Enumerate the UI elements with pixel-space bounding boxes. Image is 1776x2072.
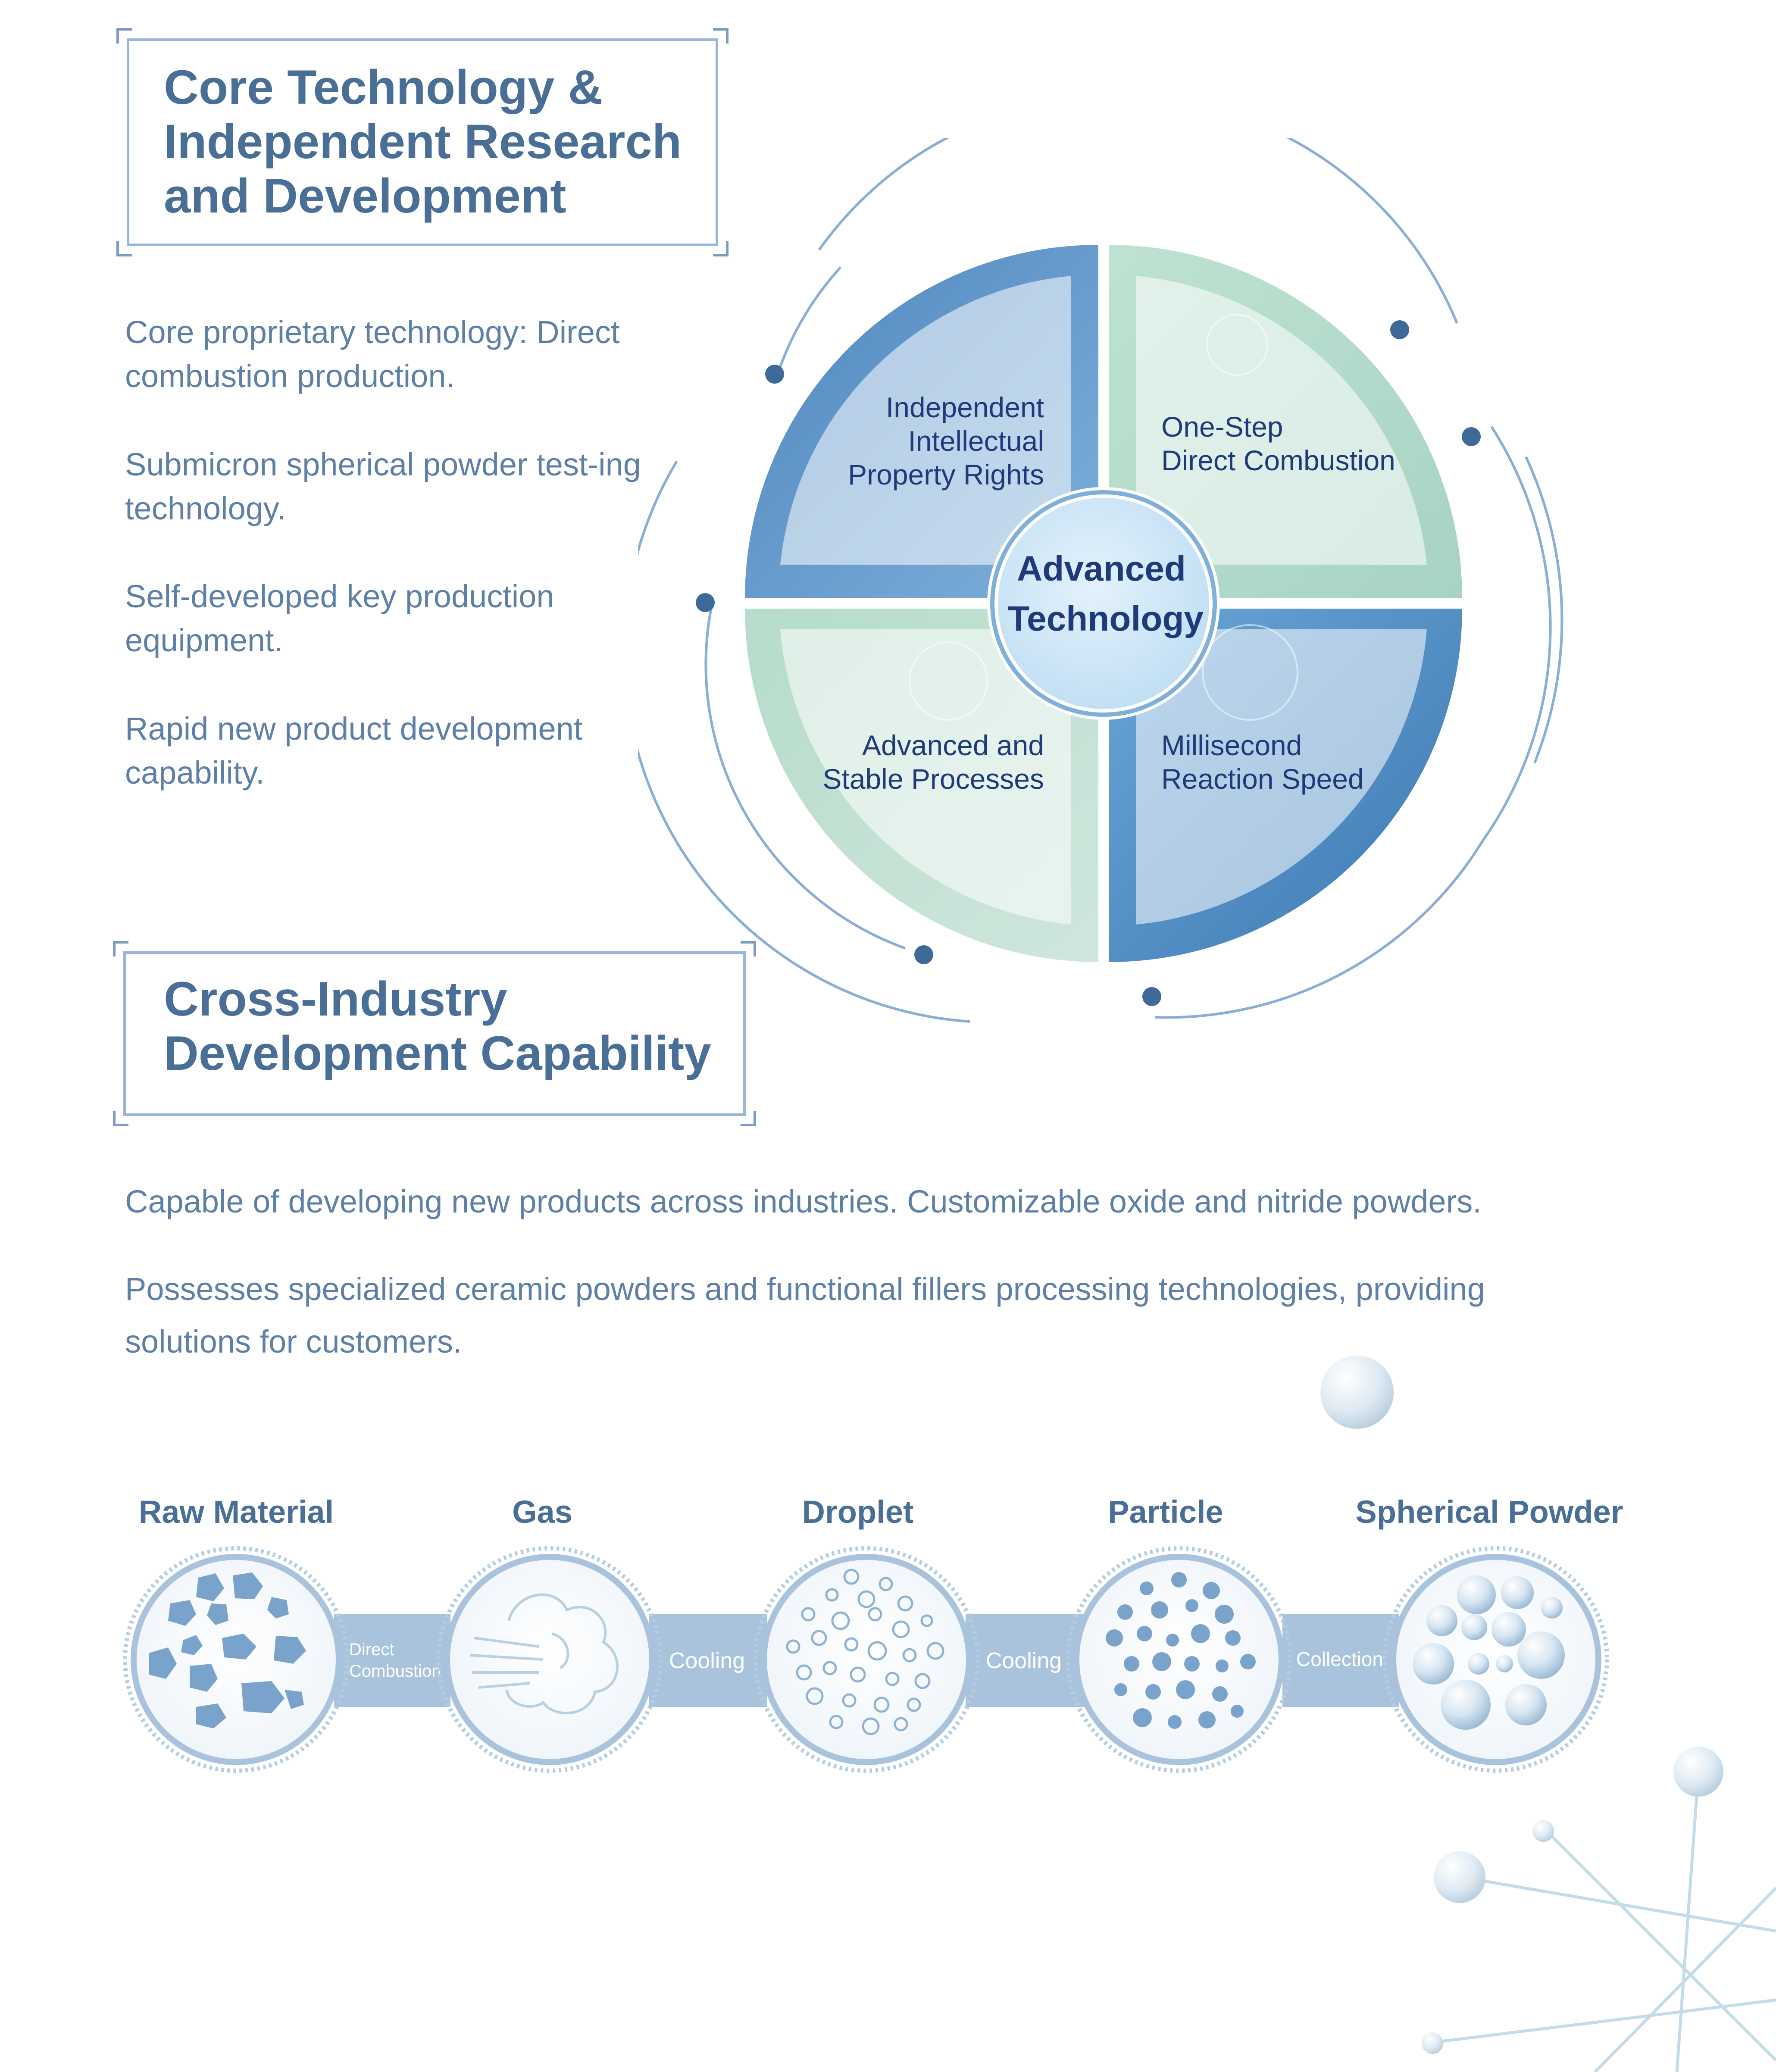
bubble-mid — [1434, 1851, 1485, 1903]
quadrant-inner-panels — [780, 276, 1427, 925]
stage-disc-particle — [1066, 1546, 1292, 1773]
center-label-line1: Advanced — [1017, 549, 1186, 588]
bubble-right — [1673, 1747, 1723, 1797]
core-point-4: Rapid new product development capability… — [125, 711, 583, 791]
orbit-dots — [696, 320, 1481, 1006]
cross-title: Cross-Industry Development Capability — [164, 972, 711, 1080]
core-point-3: Self-developed key production equipment. — [125, 578, 554, 658]
center-ring — [990, 490, 1217, 717]
bubble-small — [1532, 1820, 1554, 1842]
molecule-lines — [1426, 1771, 1776, 2072]
stage-label-gas: Gas — [512, 1494, 572, 1530]
stage-label-droplet: Droplet — [802, 1494, 914, 1530]
quadrant-br-line1: Millisecond — [1161, 729, 1302, 761]
core-point-1: Core proprietary technology: Direct comb… — [125, 314, 620, 394]
cross-paragraph-1: Capable of developing new products acros… — [125, 1184, 1482, 1219]
frame-corner — [116, 241, 132, 256]
frame-corner — [116, 28, 132, 44]
quadrant-tl-line3: Property Rights — [848, 459, 1044, 491]
quadrant-tl-line1: Independent — [886, 391, 1044, 423]
core-title-frame — [127, 38, 718, 246]
quadrant-bl-line1: Advanced and — [862, 729, 1044, 761]
stage-disc-gas — [436, 1546, 663, 1773]
connector-bands — [334, 1614, 1399, 1707]
connector-collection: Collection — [1296, 1648, 1383, 1670]
cross-paragraph-2: Possesses specialized ceramic powders an… — [125, 1271, 1485, 1359]
frame-corner — [713, 28, 729, 44]
core-point-2: Submicron spherical powder test-ing tech… — [125, 447, 641, 526]
process-flow: Direct Combustion Cooling Cooling Collec… — [123, 1546, 1609, 1773]
stage-disc-spherical-powder — [1382, 1546, 1609, 1773]
quadrant-tr-line2: Direct Combustion — [1161, 444, 1395, 476]
bubble-large — [1320, 1356, 1394, 1429]
core-title-box: Core Technology & Independent Research a… — [116, 28, 729, 256]
stage-label-particle: Particle — [1108, 1494, 1223, 1530]
frame-corner — [741, 1111, 756, 1126]
core-title: Core Technology & Independent Research a… — [164, 60, 682, 223]
stage-label-raw-material: Raw Material — [138, 1494, 334, 1530]
decorative-sketch — [909, 314, 1298, 721]
quadrant-tl-line2: Intellectual — [908, 425, 1044, 457]
quadrant-tr-line1: One-Step — [1161, 411, 1283, 443]
bubble-tiny — [1422, 2032, 1443, 2054]
connector-cooling-1: Cooling — [669, 1648, 745, 1673]
advanced-technology-diagram: Advanced Technology Independent Intellec… — [638, 138, 1563, 1023]
connector-cooling-2: Cooling — [986, 1648, 1062, 1673]
connector-direct-line2: Combustion — [349, 1662, 441, 1681]
quadrant-br-line2: Reaction Speed — [1161, 763, 1364, 795]
frame-corner — [741, 941, 756, 956]
cross-title-frame — [123, 951, 746, 1116]
stage-disc-raw-material — [123, 1546, 350, 1773]
center-label-line2: Technology — [1008, 599, 1204, 638]
center-circle — [998, 498, 1209, 709]
cross-title-box: Cross-Industry Development Capability — [113, 941, 756, 1126]
stage-disc-droplet — [753, 1546, 980, 1773]
frame-corner — [113, 1111, 128, 1126]
decorative-molecules — [1320, 1356, 1776, 2072]
outer-orbit-arcs — [638, 138, 1563, 1023]
stage-label-spherical-powder: Spherical Powder — [1355, 1494, 1623, 1530]
connector-direct-line1: Direct — [349, 1640, 394, 1659]
quadrant-bl-line2: Stable Processes — [822, 763, 1044, 795]
frame-corner — [713, 241, 729, 256]
frame-corner — [113, 941, 128, 956]
